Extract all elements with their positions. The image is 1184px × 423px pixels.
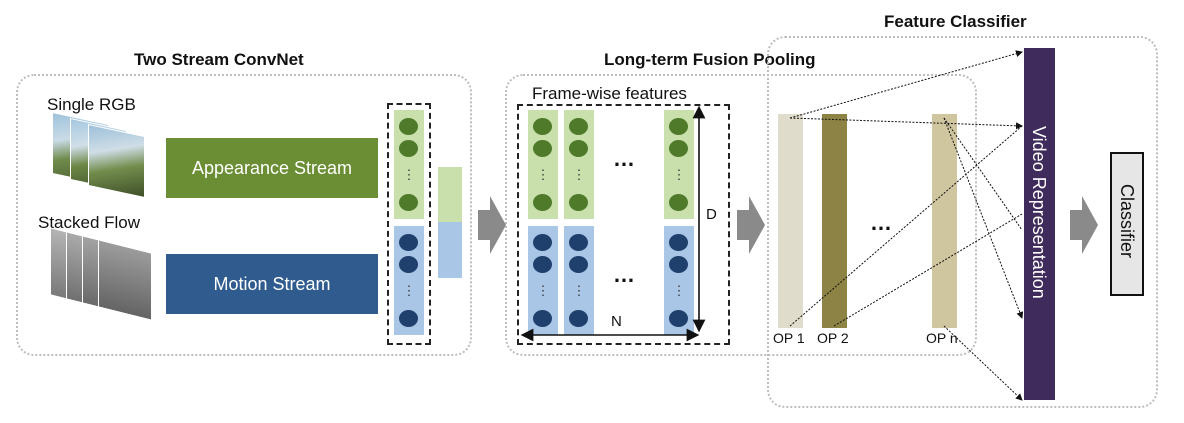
feature-dot [569,234,588,251]
fusion-container [505,74,977,356]
feature-dot [669,194,688,211]
op1-bar [778,114,803,328]
classifier-box [1110,152,1144,296]
rgb-label: Single RGB [47,95,136,114]
feature-dot [669,118,688,135]
feature-classifier-container [767,36,1158,408]
feature-dot [569,140,588,157]
opn-bar [932,114,957,328]
op2-label: OP 2 [817,330,849,346]
feature-dot [569,118,588,135]
classifier-label: Classifier [1117,184,1137,259]
dimension-n-label: N [611,313,622,330]
two-stream-container [16,74,472,356]
motion-stream-box: Motion Stream [166,254,378,314]
single-frame-motion-feature: ⋮ [394,226,424,335]
appearance-stream-label: Appearance Stream [191,157,353,178]
feature-h-ellipsis-top: … [613,146,635,171]
feature-h-ellipsis-bottom: … [613,262,635,287]
feature-dot [669,310,688,327]
flow-label: Stacked Flow [38,213,141,232]
appearance-feature-column: ⋮ [528,110,558,219]
feature-v-ellipsis: ⋮ [536,283,550,298]
concat-motion-bar [438,222,462,278]
two-stream-title: Two Stream ConvNet [134,50,304,69]
motion-stream-label: Motion Stream [213,273,331,294]
op2-bar [822,114,847,328]
op-ellipsis: … [870,210,892,235]
arrow-to-fusion [478,196,506,254]
feature-dot [533,234,552,251]
feature-dot [669,234,688,251]
feature-dot [533,310,552,327]
single-frame-appearance-feature: ⋮ [394,110,424,219]
feature-dot [569,194,588,211]
feature-classifier-title: Feature Classifier [884,12,1027,31]
feature-v-ellipsis: ⋮ [572,283,586,298]
dimension-d-label: D [706,206,717,223]
op1-label: OP 1 [773,330,805,346]
arrow-to-pooling [737,196,765,254]
motion-feature-column: ⋮ [664,226,694,335]
concat-appearance-bar [438,167,462,222]
single-frame-feature-box [387,103,431,345]
appearance-stream-box: Appearance Stream [166,138,378,198]
feature-dot [533,118,552,135]
feature-dot [533,256,552,273]
frame-wise-features-box [517,104,730,345]
fusion-title: Long-term Fusion Pooling [604,50,816,69]
feature-v-ellipsis: ⋮ [536,167,550,182]
frame-wise-features-label: Frame-wise features [532,84,687,103]
motion-feature-column: ⋮ [528,226,558,335]
feature-v-ellipsis: ⋮ [672,283,686,298]
video-representation-bar [1024,48,1055,400]
feature-dot [569,256,588,273]
video-representation-label: Video Representation [1029,126,1049,299]
appearance-feature-column: ⋮ [564,110,594,219]
feature-v-ellipsis: ⋮ [572,167,586,182]
feature-dot [569,310,588,327]
appearance-feature-column: ⋮ [664,110,694,219]
feature-dot [533,194,552,211]
feature-v-ellipsis: ⋮ [672,167,686,182]
motion-feature-column: ⋮ [564,226,594,335]
feature-dot [669,140,688,157]
feature-dot [533,140,552,157]
arrow-to-classifier [1070,196,1098,254]
feature-dot [669,256,688,273]
opn-label: OP n [926,330,958,346]
